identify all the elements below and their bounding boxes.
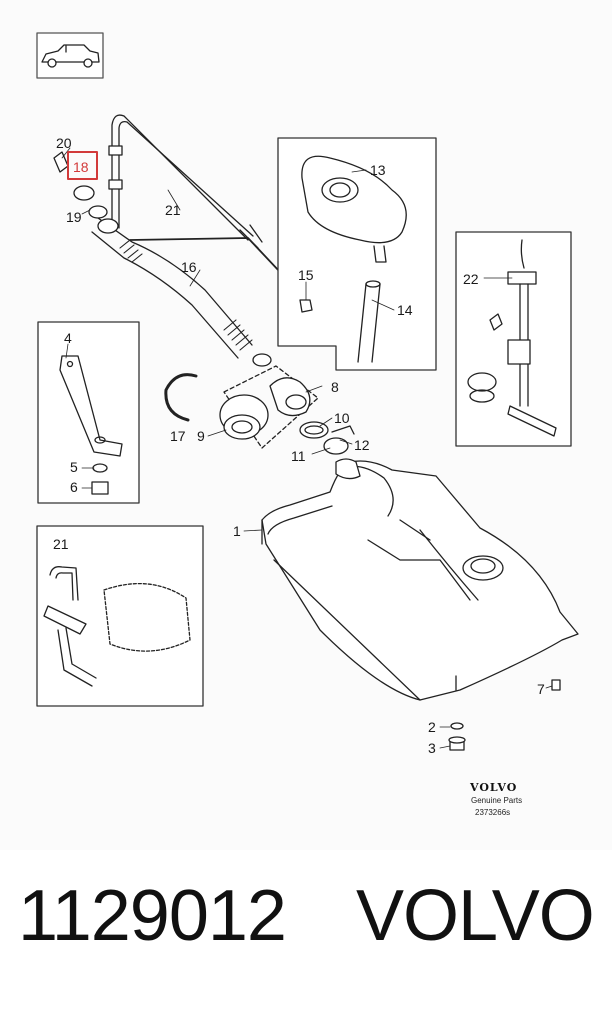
diagram-code: 2373266s [475, 808, 510, 817]
footer [0, 850, 612, 1018]
volvo-logo-block: VOLVO Genuine Parts 2373266s [469, 781, 522, 817]
callout-13: 13 [370, 162, 386, 178]
callout-19: 19 [66, 209, 82, 225]
callout-3: 3 [428, 740, 436, 756]
logo-subtitle: Genuine Parts [471, 796, 522, 805]
callout-11: 11 [291, 448, 306, 464]
leader-lines [61, 147, 553, 749]
callout-18: 18 [73, 159, 89, 175]
callout-10: 10 [334, 410, 350, 426]
highlight-box-18 [67, 151, 98, 180]
fuel-tank [261, 458, 579, 701]
filler-pipe-assembly [53, 114, 281, 367]
callout-17: 17 [170, 428, 186, 444]
logo-brand: VOLVO [469, 781, 517, 794]
callout-12: 12 [354, 437, 370, 453]
callout-5: 5 [70, 459, 78, 475]
callout-2: 2 [428, 719, 436, 735]
callout-20: 20 [56, 135, 72, 151]
part-number: 1129012 [18, 876, 287, 956]
inset-fuel-sender [455, 231, 572, 447]
callout-6: 6 [70, 479, 78, 495]
callout-22: 22 [463, 271, 479, 287]
brand-name: VOLVO [356, 876, 595, 956]
bolts [448, 679, 561, 751]
callout-8: 8 [331, 379, 339, 395]
callout-15: 15 [298, 267, 314, 283]
sealing-parts [219, 365, 355, 455]
car-thumbnail-icon [36, 32, 104, 79]
diagram-area: 20 18 19 21 16 13 15 14 22 4 8 17 9 10 1… [36, 32, 579, 817]
inset-vent-hose [36, 525, 204, 707]
callout-16: 16 [181, 259, 197, 275]
inset-tank-strap [37, 321, 140, 504]
callout-21-inset: 21 [53, 536, 69, 552]
callout-9: 9 [197, 428, 205, 444]
parts-diagram: 20 18 19 21 16 13 15 14 22 4 8 17 9 10 1… [36, 32, 579, 817]
callout-labels: 20 18 19 21 16 13 15 14 22 4 8 17 9 10 1… [53, 135, 545, 756]
callout-4: 4 [64, 330, 72, 346]
hose-clamp [164, 373, 198, 422]
callout-21: 21 [165, 202, 181, 218]
inset-rubber-boot [277, 137, 437, 371]
callout-14: 14 [397, 302, 413, 318]
callout-1: 1 [233, 523, 241, 539]
callout-7: 7 [537, 681, 545, 697]
